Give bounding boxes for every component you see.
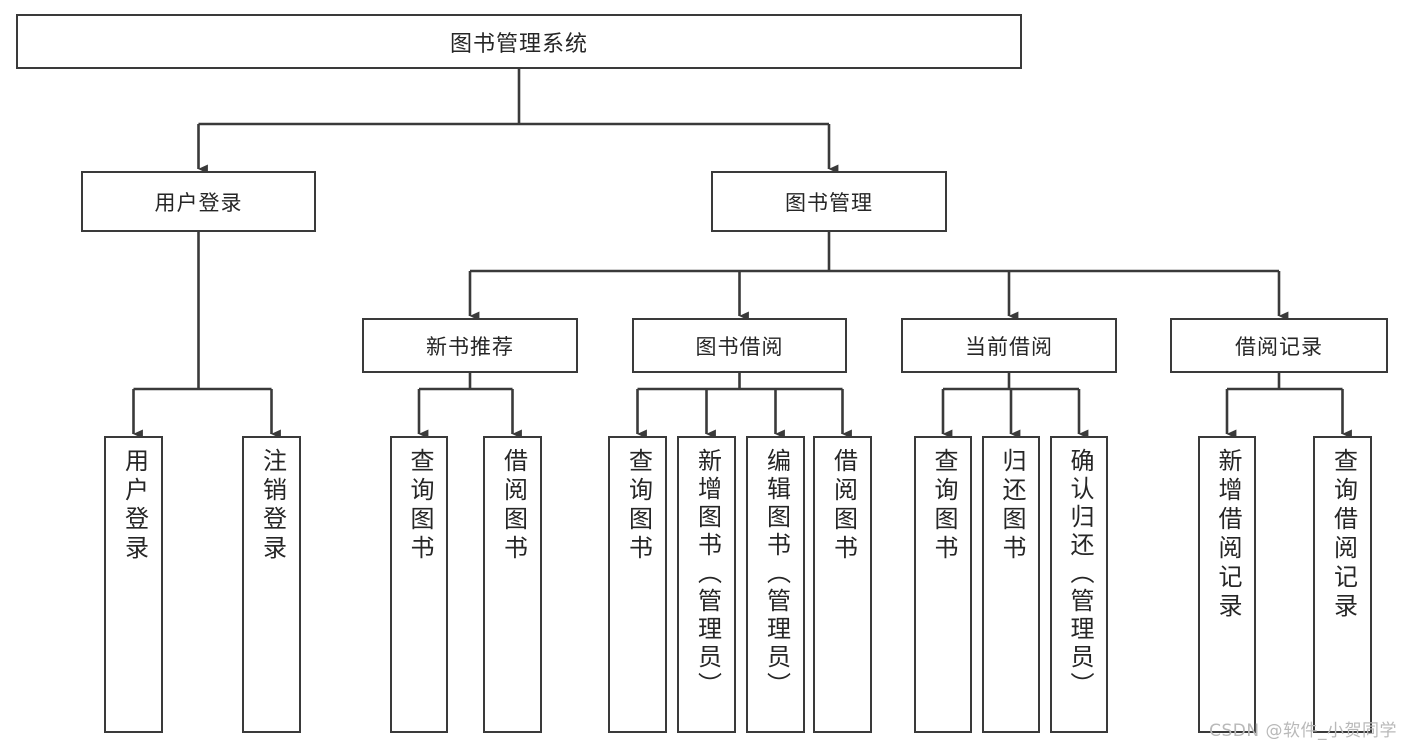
node-recommend-borrow-book[interactable]: 借阅图书 <box>483 436 542 733</box>
node-borrow-add-book[interactable]: 新增图书（管理员） <box>677 436 736 733</box>
node-label: 新书推荐 <box>426 334 514 359</box>
node-label: 查询图书 <box>405 448 434 564</box>
node-label: 当前借阅 <box>965 334 1053 359</box>
node-label: 编辑图书（管理员） <box>762 448 791 700</box>
node-borrow-query-book[interactable]: 查询图书 <box>608 436 667 733</box>
node-label: 用户登录 <box>120 448 149 564</box>
node-recommend-query-book[interactable]: 查询图书 <box>390 436 448 733</box>
node-current-confirm-return[interactable]: 确认归还（管理员） <box>1050 436 1108 733</box>
node-user-logout-leaf[interactable]: 注销登录 <box>242 436 301 733</box>
node-label: 借阅图书 <box>499 448 528 564</box>
node-user-login[interactable]: 用户登录 <box>81 171 316 232</box>
node-label: 图书管理 <box>785 190 873 215</box>
node-root[interactable]: 图书管理系统 <box>16 14 1022 69</box>
node-new-book-recommend[interactable]: 新书推荐 <box>362 318 578 373</box>
node-label: 新增图书（管理员） <box>693 448 722 700</box>
node-label: 查询借阅记录 <box>1329 448 1358 622</box>
node-label: 新增借阅记录 <box>1213 448 1242 622</box>
node-borrow-edit-book[interactable]: 编辑图书（管理员） <box>746 436 805 733</box>
node-record-add[interactable]: 新增借阅记录 <box>1198 436 1256 733</box>
node-book-borrow[interactable]: 图书借阅 <box>632 318 847 373</box>
node-label: 注销登录 <box>258 448 287 564</box>
node-label: 借阅记录 <box>1235 334 1323 359</box>
node-label: 图书管理系统 <box>449 31 588 57</box>
watermark-text: CSDN @软件_小贺同学 <box>1209 721 1397 741</box>
node-book-management[interactable]: 图书管理 <box>711 171 947 232</box>
node-label: 确认归还（管理员） <box>1065 448 1094 700</box>
node-record-query[interactable]: 查询借阅记录 <box>1313 436 1372 733</box>
node-borrow-record[interactable]: 借阅记录 <box>1170 318 1388 373</box>
node-current-query-book[interactable]: 查询图书 <box>914 436 972 733</box>
node-current-borrow[interactable]: 当前借阅 <box>901 318 1117 373</box>
node-label: 查询图书 <box>624 448 653 564</box>
node-user-login-leaf[interactable]: 用户登录 <box>104 436 163 733</box>
node-label: 图书借阅 <box>695 334 784 359</box>
node-label: 借阅图书 <box>829 448 858 564</box>
node-label: 归还图书 <box>997 448 1026 564</box>
node-label: 用户登录 <box>154 190 243 215</box>
node-borrow-borrow-book[interactable]: 借阅图书 <box>813 436 872 733</box>
node-label: 查询图书 <box>929 448 958 564</box>
node-current-return-book[interactable]: 归还图书 <box>982 436 1040 733</box>
